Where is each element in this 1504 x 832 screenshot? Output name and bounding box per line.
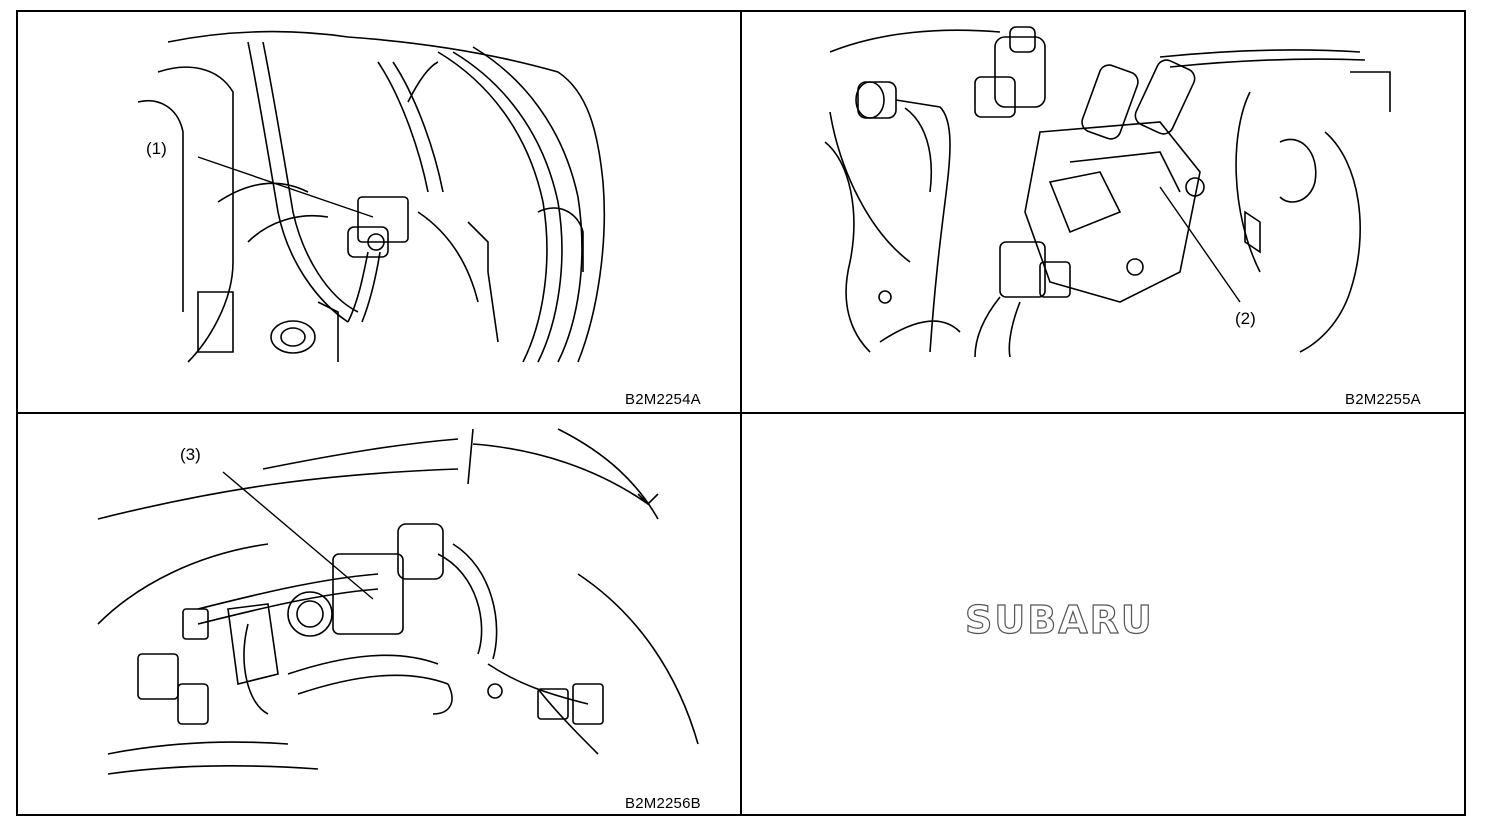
illustration-panel-3: (3) <box>18 414 738 814</box>
callout-2: (2) <box>1235 309 1256 328</box>
callout-3: (3) <box>180 445 201 464</box>
engine-drawing-1: (1) <box>137 30 606 363</box>
figure-code-3: B2M2256B <box>625 795 701 812</box>
illustration-panel-2: (2) <box>740 12 1464 412</box>
engine-drawing-2: (2) <box>824 26 1391 358</box>
engine-drawing-3: (3) <box>97 428 699 775</box>
illustration-panel-1: (1) <box>18 12 738 412</box>
figure-code-1: B2M2254A <box>625 391 701 408</box>
horizontal-divider <box>18 412 1464 414</box>
subaru-logo: SUBARU <box>964 597 1154 642</box>
callout-1: (1) <box>146 139 167 158</box>
figure-code-2: B2M2255A <box>1345 391 1421 408</box>
figure-frame <box>16 10 1466 816</box>
